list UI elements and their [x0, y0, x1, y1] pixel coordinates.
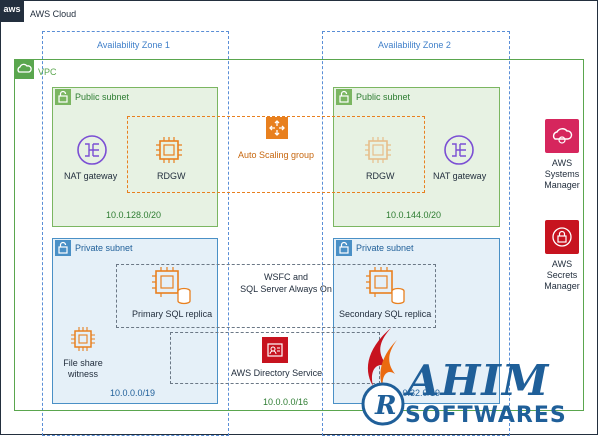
auto-scaling-icon: [266, 117, 288, 139]
secrets-manager-line2: Secrets: [546, 270, 578, 280]
directory-service-icon: [262, 337, 288, 363]
public-subnet-2: [333, 87, 500, 227]
private-subnet-2: [333, 238, 500, 404]
private-subnet-2-label: Private subnet: [356, 243, 414, 253]
nat-gateway-1-label: NAT gateway: [64, 171, 118, 181]
secrets-manager-line1: AWS: [551, 259, 573, 269]
wsfc-label-line1: WSFC and: [263, 272, 308, 282]
nat-gateway-icon: [76, 134, 108, 171]
wsfc-label-line2: SQL Server Always On: [240, 284, 332, 294]
lock-icon: [336, 89, 352, 105]
nat-gateway-icon: [443, 134, 475, 171]
svg-text:R: R: [374, 391, 397, 421]
private-subnet-1-cidr: 10.0.0.0/19: [110, 388, 156, 398]
sql-instance-icon: [150, 267, 194, 312]
availability-zone-1-label: Availability Zone 1: [97, 40, 170, 50]
watermark-brand-top: AHIM: [407, 356, 550, 405]
ec2-instance-icon: [153, 134, 185, 171]
private-subnet-1-label: Private subnet: [75, 243, 133, 253]
vpc-cloud-icon: [14, 59, 34, 79]
sql-instance-icon: [364, 267, 408, 312]
secrets-manager-icon: [545, 220, 579, 254]
file-share-witness-line2: witness: [67, 369, 98, 379]
availability-zone-2: [322, 31, 510, 436]
ec2-instance-icon: [362, 134, 394, 171]
vpc-cidr: 10.0.0.0/16: [263, 397, 309, 407]
aws-logo-icon: aws: [0, 0, 24, 22]
systems-manager-icon: [545, 119, 579, 153]
secondary-sql-replica-label: Secondary SQL replica: [339, 309, 432, 319]
private-subnet-1: [52, 238, 218, 404]
directory-service-label: AWS Directory Service: [231, 368, 323, 378]
public-subnet-1-label: Public subnet: [75, 92, 130, 102]
systems-manager-line1: AWS: [551, 158, 573, 168]
public-subnet-2-label: Public subnet: [356, 92, 411, 102]
file-share-witness-line1: File share: [63, 358, 103, 368]
lock-icon: [336, 240, 352, 256]
rahim-watermark-logo-icon: R: [355, 326, 415, 439]
primary-sql-replica-label: Primary SQL replica: [132, 309, 213, 319]
file-share-instance-icon: [69, 325, 97, 358]
systems-manager-line3: Manager: [544, 180, 580, 190]
secrets-manager-line3: Manager: [544, 281, 580, 291]
auto-scaling-group-label: Auto Scaling group: [238, 150, 315, 160]
vpc-label: VPC: [38, 67, 57, 77]
public-subnet-2-cidr: 10.0.144.0/20: [386, 210, 442, 220]
aws-cloud-label: AWS Cloud: [30, 9, 77, 19]
wsfc-cluster-frame: [116, 264, 436, 328]
private-subnet-2-cidr: 10.0.32.0/19: [390, 388, 441, 398]
availability-zone-2-label: Availability Zone 2: [378, 40, 451, 50]
lock-icon: [55, 89, 71, 105]
nat-gateway-2-label: NAT gateway: [433, 171, 487, 181]
auto-scaling-group-frame: [127, 116, 425, 193]
systems-manager-line2: Systems: [544, 169, 580, 179]
watermark-brand-bottom: SOFTWARES: [405, 403, 567, 428]
lock-icon: [55, 240, 71, 256]
public-subnet-1-cidr: 10.0.128.0/20: [106, 210, 162, 220]
rdgw-1-label: RDGW: [157, 171, 186, 181]
vpc-frame: [14, 59, 584, 411]
rdgw-2-label: RDGW: [366, 171, 395, 181]
availability-zone-1: [42, 31, 229, 436]
